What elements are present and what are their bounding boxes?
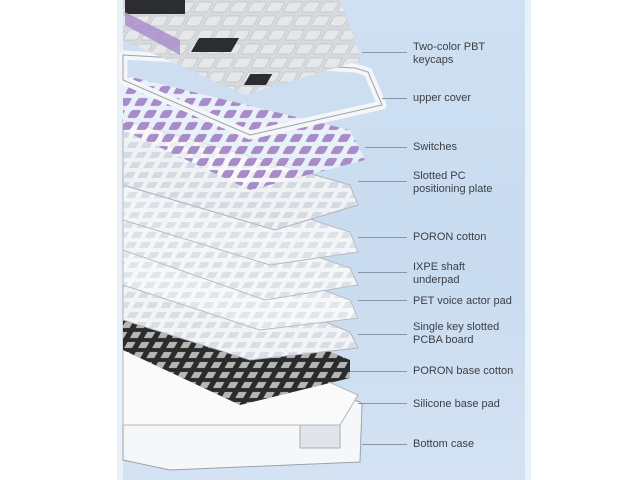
leader-switches xyxy=(365,147,407,148)
leader-silicone-pad xyxy=(358,403,407,404)
label-pet-pad: PET voice actor pad xyxy=(413,295,512,307)
leader-poron-base xyxy=(350,371,407,372)
label-bottom-case: Bottom case xyxy=(413,438,475,450)
label-plate: Slotted PC positioning plate xyxy=(413,170,493,195)
label-switches: Switches xyxy=(413,141,458,153)
leader-bottom-case xyxy=(362,444,407,445)
label-poron-base: PORON base cotton xyxy=(413,365,514,377)
label-keycaps: Two-color PBT keycaps xyxy=(413,41,485,66)
label-silicone-pad: Silicone base pad xyxy=(413,398,500,410)
upper-cover-layer xyxy=(118,50,387,140)
label-upper-cover: upper cover xyxy=(413,92,472,104)
leader-poron-cotton xyxy=(358,237,407,238)
leader-upper-cover xyxy=(382,98,407,99)
label-pcba: Single key slotted PCBA board xyxy=(413,321,500,346)
dark-keycap-row xyxy=(125,0,185,14)
leader-pcba xyxy=(358,334,407,335)
leader-ixpe xyxy=(358,272,407,273)
dark-keycap-small xyxy=(243,74,273,85)
keycaps-layer xyxy=(123,0,362,95)
leader-plate xyxy=(358,181,407,182)
leader-pet-pad xyxy=(358,300,407,301)
label-poron-cotton: PORON cotton xyxy=(413,231,487,243)
leader-keycaps xyxy=(362,52,407,53)
label-ixpe: IXPE shaft underpad xyxy=(413,261,465,286)
exposed-switches xyxy=(125,12,180,55)
dark-keycap-block xyxy=(190,38,240,52)
